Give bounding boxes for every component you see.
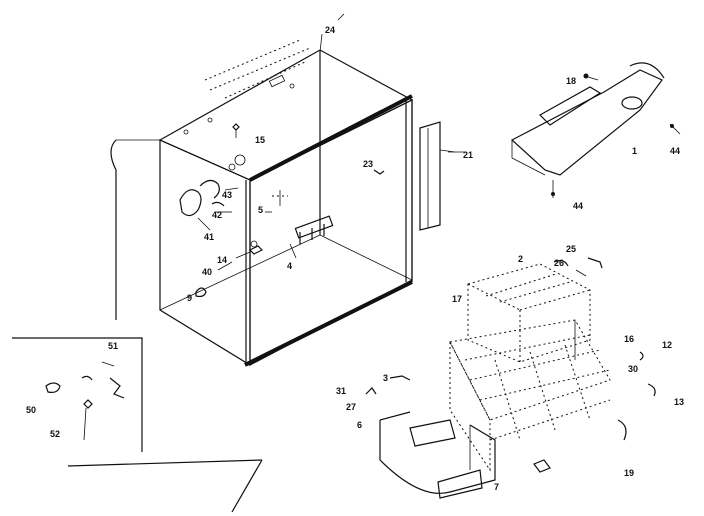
callout-14: 14 <box>217 255 227 265</box>
callout-50: 50 <box>26 405 36 415</box>
callout-21: 21 <box>463 150 473 160</box>
side-trim-strip <box>373 121 465 231</box>
callout-4: 4 <box>287 261 292 271</box>
top-hardware <box>183 39 311 135</box>
callout-18: 18 <box>566 76 576 86</box>
callout-17: 17 <box>452 294 462 304</box>
callout-15: 15 <box>255 135 265 145</box>
callout-31: 31 <box>336 386 346 396</box>
callout-5: 5 <box>258 205 263 215</box>
callout-27: 27 <box>346 402 356 412</box>
callout-9: 9 <box>187 293 192 303</box>
left-wall-components <box>179 123 264 298</box>
callout-40: 40 <box>202 267 212 277</box>
leader-24 <box>319 33 323 53</box>
callout-13: 13 <box>674 397 684 407</box>
callout-6: 6 <box>357 420 362 430</box>
ice-bin <box>467 257 603 363</box>
callout-52: 52 <box>50 429 60 439</box>
callout-26: 26 <box>554 258 564 268</box>
lower-drawer <box>365 375 496 499</box>
leader-24b <box>337 13 345 21</box>
callout-41: 41 <box>204 232 214 242</box>
cabinet-liner <box>158 49 414 367</box>
callout-42: 42 <box>212 210 222 220</box>
callout-16: 16 <box>624 334 634 344</box>
callout-25: 25 <box>566 244 576 254</box>
ice-rack <box>449 319 656 473</box>
callout-1: 1 <box>632 146 637 156</box>
callout-44-right: 44 <box>670 146 680 156</box>
callout-51: 51 <box>108 341 118 351</box>
callout-19: 19 <box>624 468 634 478</box>
callout-30: 30 <box>628 364 638 374</box>
detail-inset <box>12 139 263 513</box>
callout-43: 43 <box>222 190 232 200</box>
callout-24: 24 <box>325 25 335 35</box>
callout-23: 23 <box>363 159 373 169</box>
callout-3: 3 <box>383 373 388 383</box>
callout-44-bottom: 44 <box>573 201 583 211</box>
ice-chute-assembly <box>510 62 681 198</box>
interior-bracket <box>265 190 334 259</box>
callout-2: 2 <box>518 254 523 264</box>
callout-12: 12 <box>662 340 672 350</box>
callout-7: 7 <box>494 482 499 492</box>
